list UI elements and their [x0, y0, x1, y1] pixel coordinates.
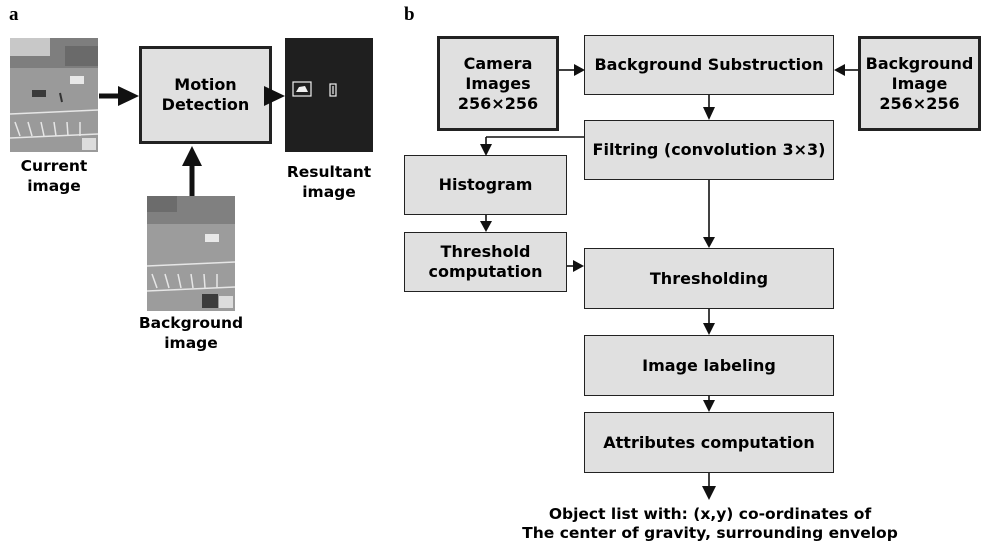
arrowhead-motion-to-result	[264, 86, 285, 106]
background-substruction-box: Background Substruction	[584, 35, 834, 95]
attributes-computation-box: Attributes computation	[584, 412, 834, 473]
background-image-photo	[147, 196, 235, 311]
arrowhead-current-to-motion	[118, 86, 139, 106]
filtring-text: Filtring (convolution 3×3)	[592, 140, 826, 159]
camera-images-box: Camera Images 256×256	[437, 36, 559, 131]
filtring-box: Filtring (convolution 3×3)	[584, 120, 834, 180]
panel-b-letter: b	[404, 4, 415, 25]
histogram-text: Histogram	[438, 175, 533, 194]
background-image-box: Background Image 256×256	[858, 36, 981, 131]
background-substruction-text: Background Substruction	[594, 55, 824, 74]
thresholding-text: Thresholding	[649, 268, 769, 288]
background-image-label: Background image	[138, 314, 244, 352]
panel-a-letter: a	[9, 4, 19, 25]
image-labeling-box: Image labeling	[584, 335, 834, 396]
output-object-list-text: Object list with: (x,y) co-ordinates of …	[522, 505, 898, 542]
attributes-computation-text: Attributes computation	[603, 432, 815, 452]
current-image-label: Current image	[20, 157, 88, 195]
image-labeling-text: Image labeling	[642, 355, 776, 375]
motion-detection-text: Motion Detection	[161, 75, 250, 114]
threshold-computation-box: Threshold computation	[404, 232, 567, 292]
thresholding-box: Thresholding	[584, 248, 834, 309]
current-image-photo	[10, 38, 98, 152]
motion-detection-box: Motion Detection	[139, 46, 272, 144]
threshold-computation-text: Threshold computation	[428, 242, 543, 281]
background-image-text: Background Image 256×256	[865, 53, 974, 113]
arrowhead-background-to-motion	[182, 146, 202, 166]
resultant-image-photo	[285, 38, 373, 152]
histogram-box: Histogram	[404, 155, 567, 215]
camera-images-text: Camera Images 256×256	[457, 53, 539, 113]
resultant-image-label: Resultant image	[286, 163, 372, 201]
